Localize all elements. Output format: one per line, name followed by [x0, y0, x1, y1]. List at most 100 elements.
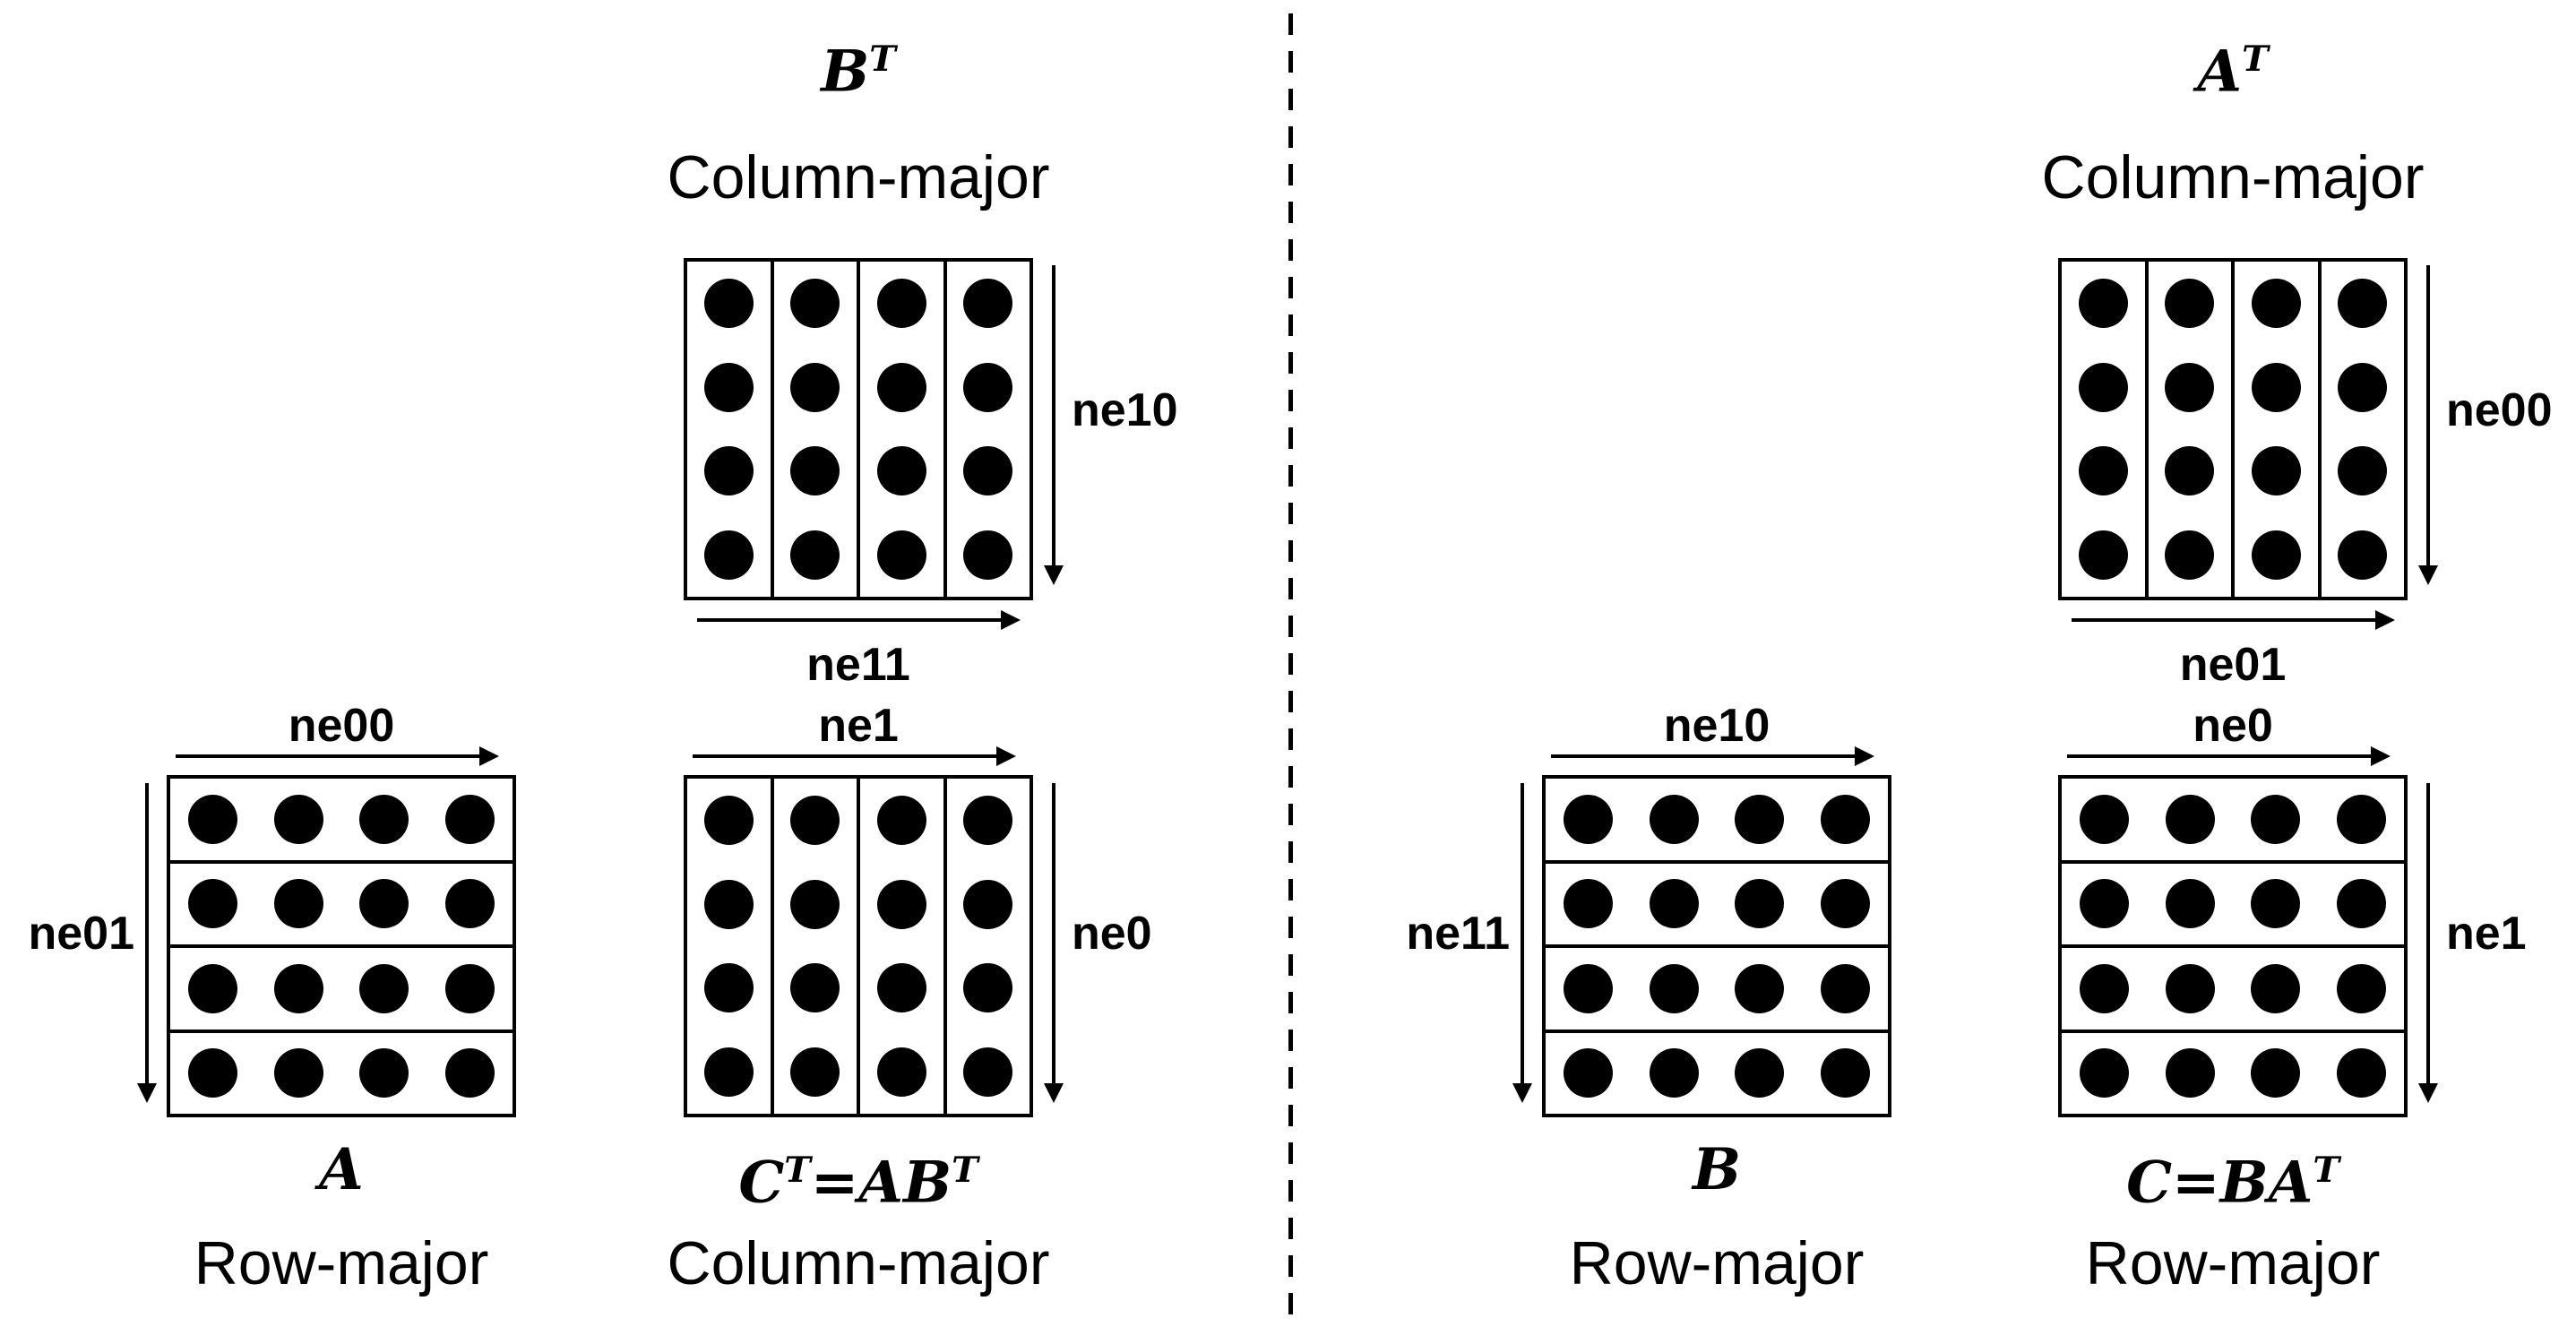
matrix-element-dot — [1820, 794, 1870, 844]
matrix-element-dot — [444, 963, 495, 1013]
matrix-element-dot — [2165, 530, 2215, 580]
matrix-c-transpose — [684, 775, 1033, 1117]
matrix-element-dot — [963, 963, 1013, 1013]
ne11-axis-arrow — [1512, 783, 1532, 1103]
matrix-element-dot — [1820, 1048, 1870, 1098]
matrix-row — [2062, 948, 2404, 1033]
matrix-element-dot — [359, 963, 409, 1013]
matrix-element-dot — [273, 1048, 323, 1098]
matrix-column — [2062, 262, 2149, 597]
matrix-element-dot — [2336, 963, 2386, 1013]
ne11-axis-arrow — [697, 610, 1021, 630]
matrix-element-dot — [876, 279, 926, 329]
matrix-row — [170, 864, 513, 948]
matrix-b — [1542, 775, 1891, 1117]
matrix-element-dot — [703, 963, 754, 1013]
matrix-title-b: B — [1692, 1136, 1742, 1203]
matrix-element-dot — [2165, 446, 2215, 496]
matrix-element-dot — [2251, 279, 2301, 329]
matrix-element-dot — [703, 530, 754, 580]
ne11-label: ne11 — [1406, 908, 1510, 960]
matrix-element-dot — [2251, 794, 2301, 844]
matrix-element-dot — [2080, 794, 2130, 844]
matrix-element-dot — [703, 446, 754, 496]
matrix-element-dot — [188, 963, 238, 1013]
matrix-element-dot — [876, 362, 926, 412]
matrix-element-dot — [2338, 446, 2388, 496]
ne10-axis-arrow — [1551, 746, 1874, 766]
ne10-axis-arrow — [1044, 265, 1064, 585]
matrix-element-dot — [1564, 963, 1614, 1013]
matrix-c — [2058, 775, 2408, 1117]
matrix-element-dot — [2251, 530, 2301, 580]
matrix-element-dot — [790, 279, 840, 329]
matrix-element-dot — [2165, 362, 2215, 412]
matrix-element-dot — [359, 879, 409, 929]
matrix-element-dot — [790, 796, 840, 846]
matrix-a — [167, 775, 516, 1117]
matrix-element-dot — [1649, 1048, 1699, 1098]
matrix-element-dot — [1820, 879, 1870, 929]
matrix-column — [2235, 262, 2322, 597]
matrix-column — [947, 262, 1030, 597]
ne00-axis-arrow — [2418, 265, 2438, 585]
matrix-element-dot — [1649, 879, 1699, 929]
matrix-column — [2322, 262, 2405, 597]
matrix-column — [860, 262, 947, 597]
matrix-title-c-transpose: CT=ABT — [738, 1149, 978, 1217]
ne10-label: ne10 — [1663, 700, 1770, 752]
matrix-element-dot — [188, 1048, 238, 1098]
matrix-element-dot — [2078, 279, 2128, 329]
matrix-title-b-transpose: BT — [821, 38, 896, 106]
matrix-column — [2149, 262, 2235, 597]
matrix-element-dot — [2336, 794, 2386, 844]
matrix-column — [687, 262, 774, 597]
matrix-element-dot — [188, 879, 238, 929]
matrix-element-dot — [703, 879, 754, 929]
matrix-element-dot — [2338, 530, 2388, 580]
matrix-layout-label: Row-major — [194, 1229, 489, 1297]
matrix-layout-label: Row-major — [2085, 1229, 2381, 1297]
matrix-element-dot — [790, 963, 840, 1013]
matrix-element-dot — [790, 362, 840, 412]
matrix-layout-label: Column-major — [667, 1229, 1050, 1297]
matrix-a-transpose — [2058, 258, 2408, 600]
ne01-axis-arrow — [137, 783, 157, 1103]
matrix-element-dot — [963, 879, 1013, 929]
ne1-label: ne1 — [818, 700, 899, 752]
matrix-element-dot — [876, 446, 926, 496]
matrix-element-dot — [2078, 530, 2128, 580]
matrix-row — [170, 948, 513, 1033]
matrix-column — [947, 779, 1030, 1114]
matrix-element-dot — [2080, 1048, 2130, 1098]
ne1-axis-arrow — [693, 746, 1016, 766]
matrix-row — [1546, 864, 1888, 948]
matrix-layout-label: Column-major — [667, 143, 1050, 211]
matrix-element-dot — [2165, 279, 2215, 329]
matrix-element-dot — [2251, 879, 2301, 929]
matrix-element-dot — [963, 1047, 1013, 1097]
matrix-element-dot — [703, 796, 754, 846]
matrix-element-dot — [2251, 362, 2301, 412]
matrix-row — [1546, 948, 1888, 1033]
matrix-element-dot — [1735, 963, 1785, 1013]
matrix-title-a-transpose: AT — [2197, 38, 2269, 106]
matrix-element-dot — [444, 1048, 495, 1098]
matrix-element-dot — [703, 362, 754, 412]
matrix-element-dot — [1649, 963, 1699, 1013]
matrix-element-dot — [273, 963, 323, 1013]
matrix-column — [860, 779, 947, 1114]
ne1-axis-arrow — [2418, 783, 2438, 1103]
matrix-element-dot — [2165, 879, 2215, 929]
matrix-element-dot — [1735, 879, 1785, 929]
matrix-element-dot — [2165, 963, 2215, 1013]
matrix-row — [2062, 779, 2404, 864]
matrix-element-dot — [790, 879, 840, 929]
matrix-element-dot — [444, 879, 495, 929]
matrix-element-dot — [2338, 362, 2388, 412]
ne1-label: ne1 — [2446, 908, 2527, 960]
matrix-row — [2062, 864, 2404, 948]
matrix-element-dot — [359, 1048, 409, 1098]
ne0-axis-arrow — [1044, 783, 1064, 1103]
